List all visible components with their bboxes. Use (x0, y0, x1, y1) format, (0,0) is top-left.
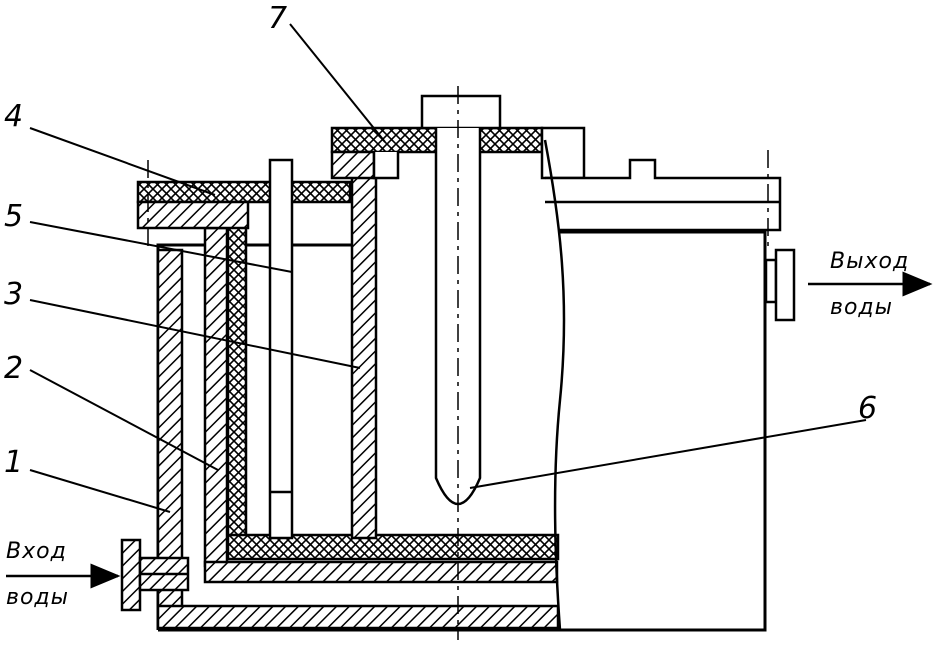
outlet-line-2: воды (830, 295, 893, 320)
top-lid-4 (136, 180, 352, 230)
callout-1: 1 (4, 445, 23, 480)
inner-wall-2 (203, 226, 559, 584)
callouts: 4 5 3 2 1 7 6 (4, 1, 877, 480)
inner-vessel-3 (350, 168, 378, 540)
callout-3: 3 (4, 277, 23, 312)
callout-5: 5 (4, 199, 23, 234)
outlet-fitting (764, 248, 796, 322)
callout-6: 6 (858, 391, 877, 426)
central-rod-6 (420, 94, 502, 506)
outlet-line-1: Выход (830, 249, 909, 274)
inlet-line-2: воды (6, 585, 69, 610)
callout-4: 4 (4, 99, 23, 134)
leader-lines (29, 23, 867, 513)
outlet-label: Выход воды (808, 249, 933, 320)
inlet-line-1: Вход (6, 539, 67, 564)
inlet-label: Вход воды (6, 539, 121, 610)
callout-2: 2 (4, 351, 23, 386)
centerlines (147, 86, 769, 640)
electrode-5 (268, 158, 294, 540)
break-line (543, 139, 566, 631)
callout-7: 7 (268, 1, 287, 36)
inlet-fitting (120, 538, 190, 612)
right-cover (545, 158, 782, 232)
